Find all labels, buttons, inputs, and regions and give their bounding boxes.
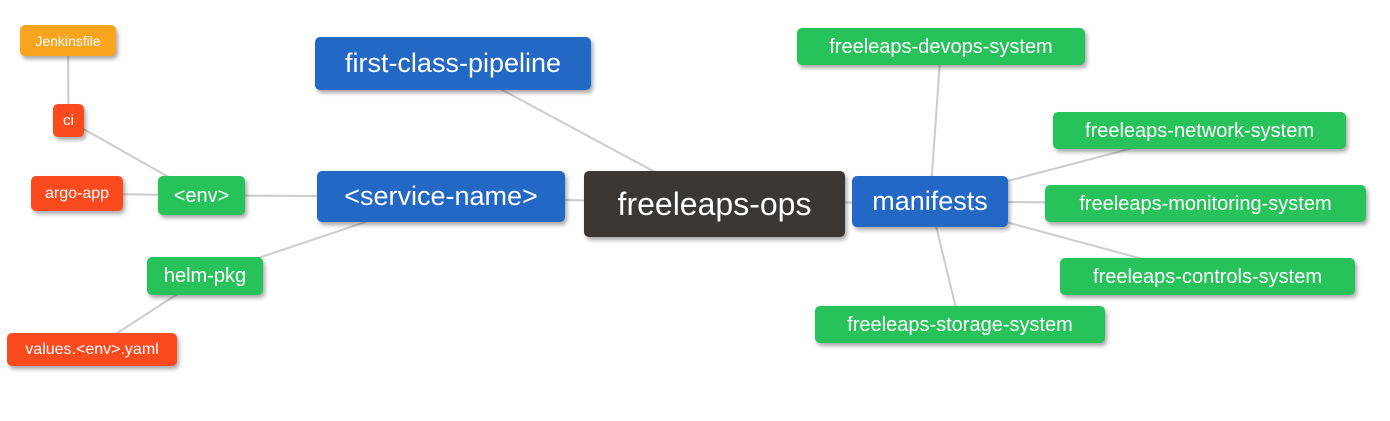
node-freeleaps-storage-system[interactable]: freeleaps-storage-system bbox=[815, 306, 1105, 343]
node-env[interactable]: <env> bbox=[158, 176, 245, 215]
node-ci[interactable]: ci bbox=[53, 104, 84, 137]
node-freeleaps-controls-system[interactable]: freeleaps-controls-system bbox=[1060, 258, 1355, 295]
node-service-name[interactable]: <service-name> bbox=[317, 171, 565, 222]
node-values-env-yaml[interactable]: values.<env>.yaml bbox=[7, 333, 177, 366]
node-helm-pkg[interactable]: helm-pkg bbox=[147, 257, 263, 295]
node-freeleaps-network-system[interactable]: freeleaps-network-system bbox=[1053, 112, 1346, 149]
node-manifests[interactable]: manifests bbox=[852, 176, 1008, 227]
node-jenkinsfile[interactable]: Jenkinsfile bbox=[20, 25, 116, 56]
node-argo-app[interactable]: argo-app bbox=[31, 176, 123, 211]
edge-manifests-freeleaps-devops-system bbox=[929, 46, 942, 202]
node-freeleaps-devops-system[interactable]: freeleaps-devops-system bbox=[797, 28, 1085, 65]
node-first-class-pipeline[interactable]: first-class-pipeline bbox=[315, 37, 591, 90]
node-freeleaps-ops[interactable]: freeleaps-ops bbox=[584, 171, 845, 237]
node-freeleaps-monitoring-system[interactable]: freeleaps-monitoring-system bbox=[1045, 185, 1366, 222]
